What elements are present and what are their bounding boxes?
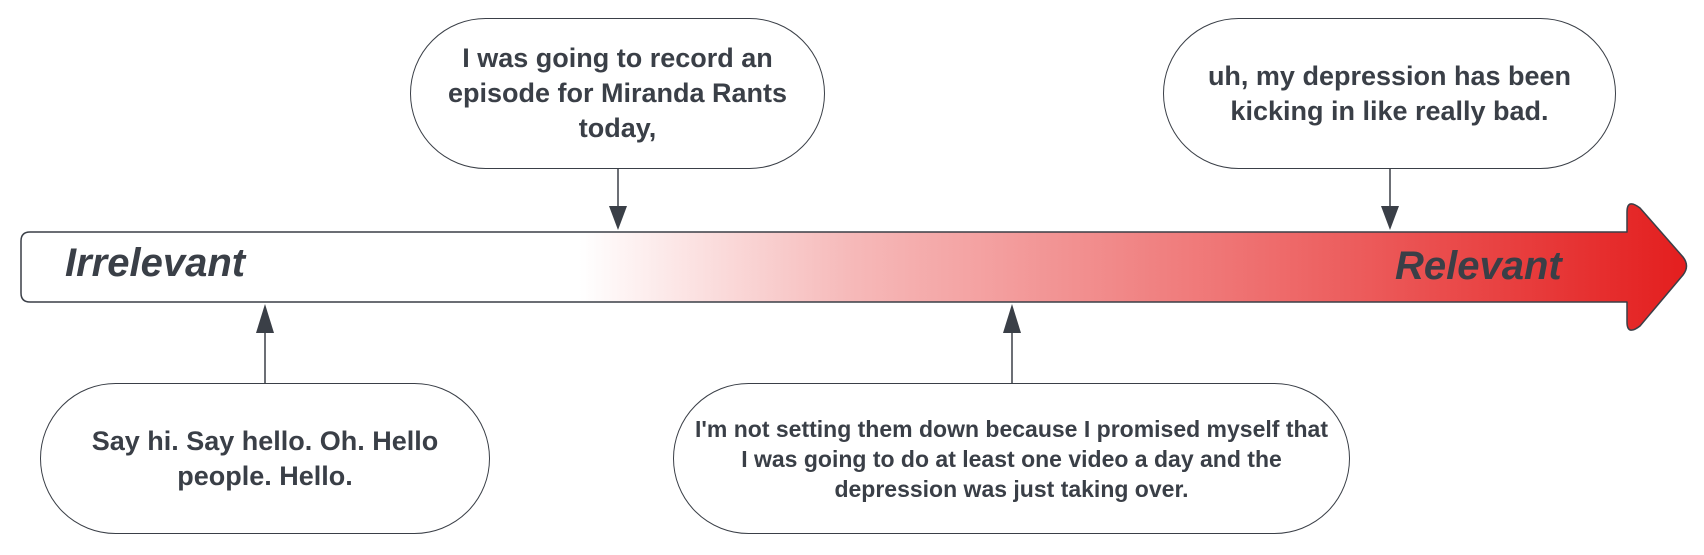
quote-text: Say hi. Say hello. Oh. Hello people. Hel… [91, 425, 439, 491]
quote-text: uh, my depression has been kicking in li… [1207, 60, 1572, 126]
arrowhead-down [1381, 206, 1399, 230]
quote-bubble-bottom-middle: I'm not setting them down because I prom… [673, 383, 1350, 534]
arrowhead-up [256, 304, 274, 333]
arrowhead-up [1003, 304, 1021, 333]
quote-text: I was going to record an episode for Mir… [447, 43, 788, 143]
relevance-arrow [20, 203, 1688, 331]
quote-text: I'm not setting them down because I prom… [695, 415, 1328, 502]
arrowhead-down [609, 206, 627, 230]
quote-bubble-bottom-left: Say hi. Say hello. Oh. Hello people. Hel… [40, 383, 490, 534]
quote-bubble-top-right: uh, my depression has been kicking in li… [1163, 18, 1616, 169]
quote-bubble-top-left: I was going to record an episode for Mir… [410, 18, 825, 169]
irrelevant-label: Irrelevant [65, 241, 246, 285]
relevant-label: Relevant [1395, 244, 1562, 288]
